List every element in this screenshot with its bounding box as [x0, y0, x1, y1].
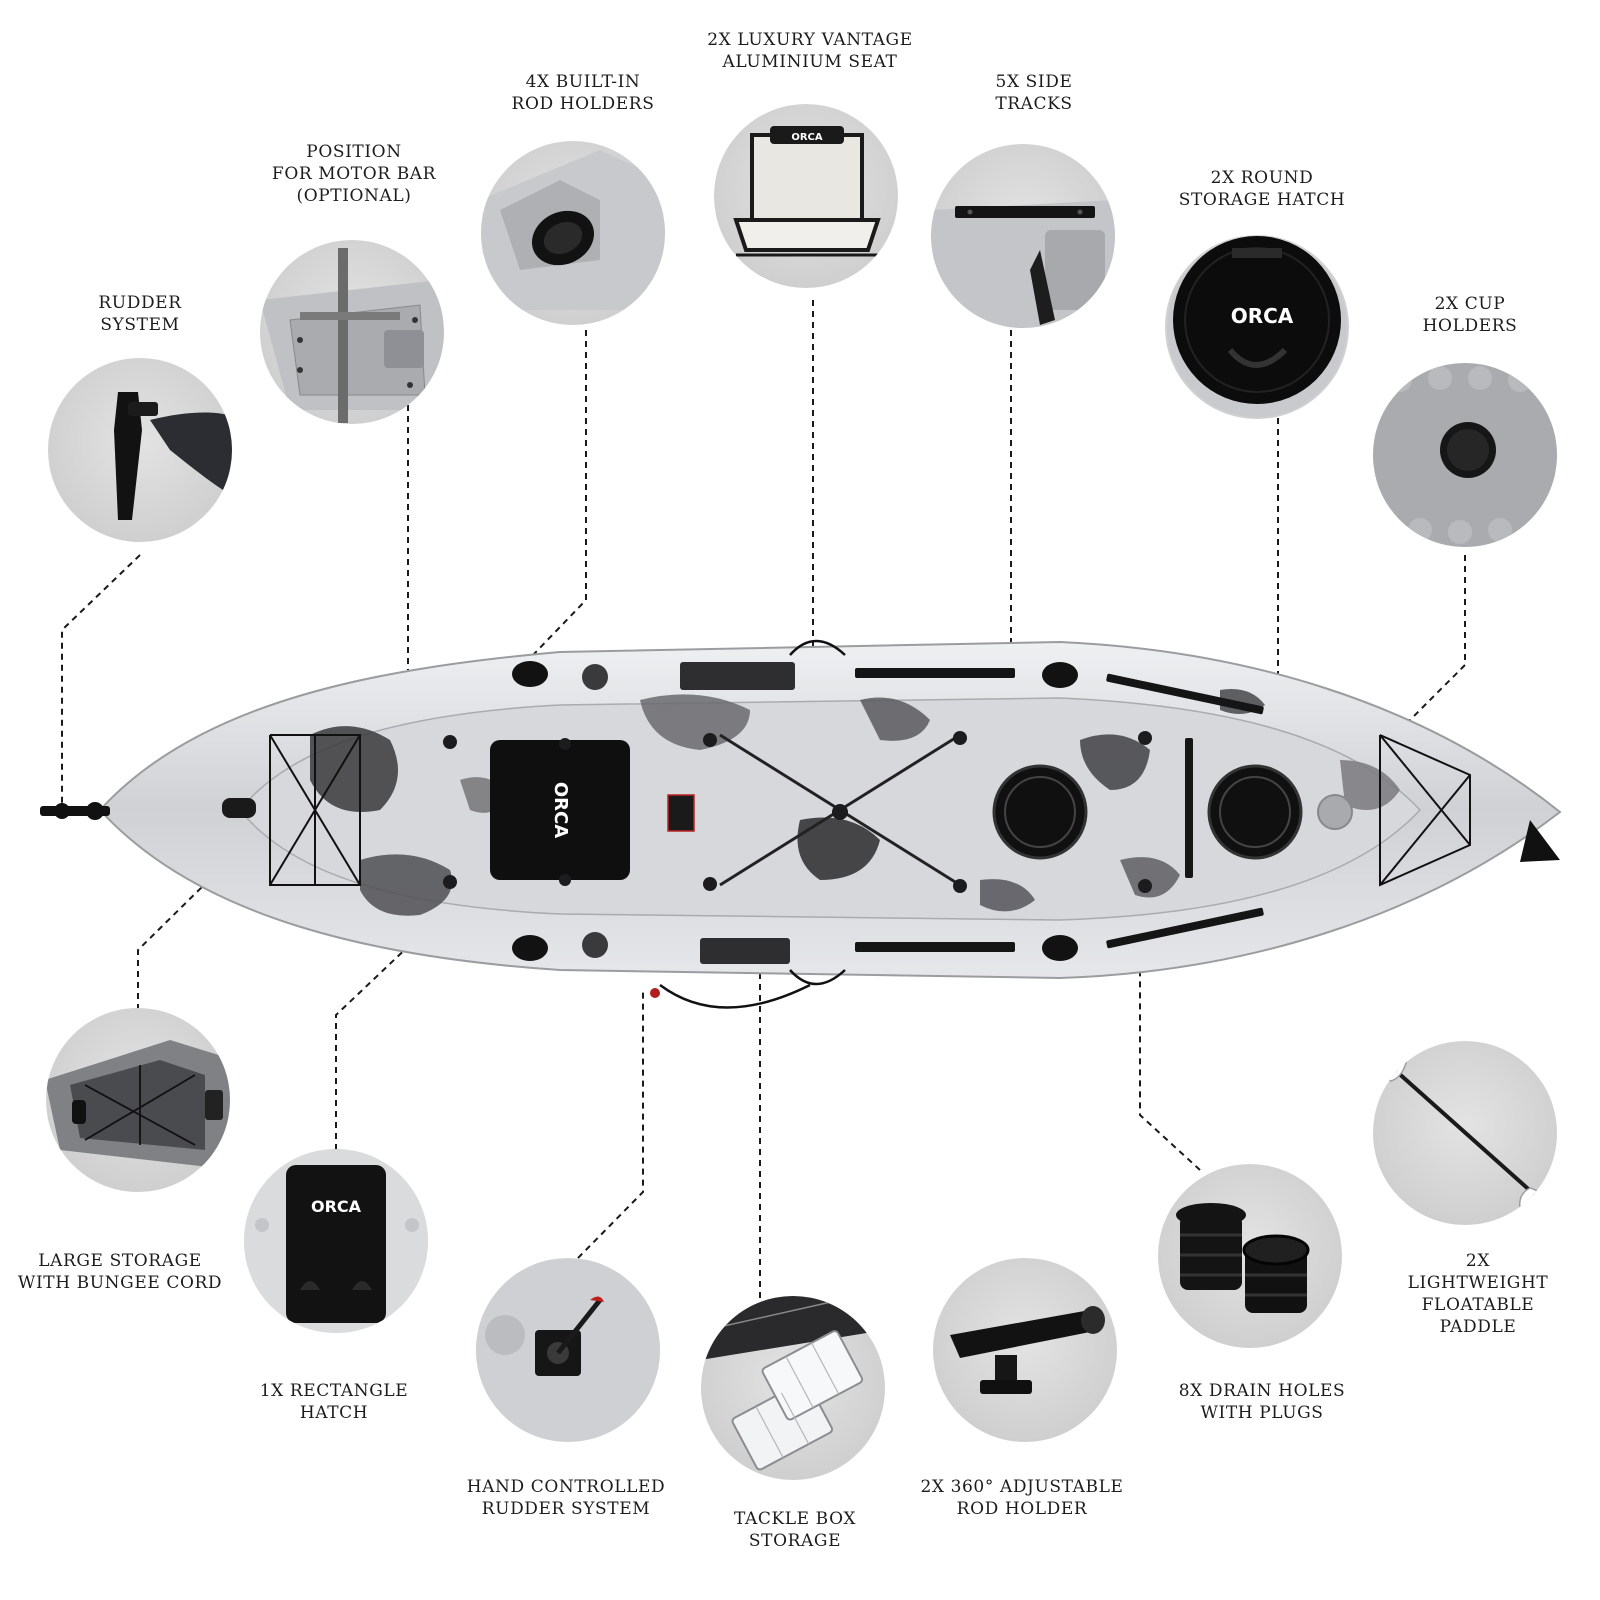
hull-stern-rudder [40, 802, 110, 820]
seat-logo: ORCA [791, 132, 823, 143]
hull-round-hatches [992, 764, 1303, 860]
motor-bar-icon [260, 248, 444, 423]
hull-bow-fin [1520, 820, 1560, 862]
seat-icon: ORCA [733, 126, 881, 257]
feature-hand-rudder [476, 1258, 660, 1442]
hull-warning-label [667, 794, 695, 832]
label-hand-rudder: HAND CONTROLLED RUDDER SYSTEM [466, 1477, 666, 1519]
label-seat: 2X LUXURY VANTAGE ALUMINIUM SEAT [707, 30, 913, 72]
label-side-tracks: 5X SIDE TRACKS [995, 72, 1073, 114]
feature-rod-holders [481, 141, 665, 325]
label-cup-holders: 2X CUP HOLDERS [1422, 294, 1518, 336]
leader-cup-holders [1329, 555, 1466, 801]
feature-rectangle-hatch: ORCA [244, 1149, 428, 1333]
hull-cup-holders [582, 664, 608, 958]
rectangle-hatch-icon: ORCA [244, 1150, 428, 1333]
label-tackle-box: TACKLE BOX STORAGE [733, 1509, 857, 1551]
kayak-hull: ORCA [40, 639, 1562, 1009]
hull-side-tracks [855, 668, 1264, 952]
feature-rudder-system [48, 358, 232, 542]
label-large-storage: LARGE STORAGE WITH BUNGEE CORD [17, 1251, 223, 1293]
bungee-storage-icon [46, 1040, 230, 1170]
feature-round-hatch: ORCA [1165, 235, 1349, 419]
leader-large-storage [137, 817, 273, 1032]
feature-motor-bar [260, 240, 444, 424]
feature-drain-holes [1158, 1164, 1342, 1348]
adjustable-rod-holder-icon [950, 1306, 1105, 1394]
label-rectangle-hatch: 1X RECTANGLE HATCH [259, 1381, 409, 1423]
leader-hand-rudder [577, 990, 644, 1259]
label-adjustable-rod-holder: 2X 360° ADJUSTABLE ROD HOLDER [920, 1477, 1124, 1519]
feature-cup-holders [1373, 363, 1557, 547]
hull-rectangle-hatch: ORCA [490, 740, 630, 880]
leader-rod-holders [533, 330, 587, 655]
label-round-hatch: 2X ROUND STORAGE HATCH [1178, 168, 1346, 210]
leader-drain-holes [1139, 862, 1201, 1171]
stern-bungee [269, 734, 361, 886]
rect-hatch-logo: ORCA [311, 1197, 362, 1216]
feature-side-tracks [931, 144, 1115, 328]
hull-rudder-knob [650, 988, 660, 998]
feature-seat: ORCA [714, 104, 898, 288]
label-rudder-system: RUDDER SYSTEM [98, 293, 182, 335]
feature-adjustable-rod-holder [933, 1258, 1117, 1442]
track-icon [955, 206, 1095, 218]
round-hatch-icon: ORCA [1167, 236, 1347, 417]
hull-seat-pads [680, 662, 795, 964]
leader-lines [61, 300, 1466, 1298]
feature-large-storage [46, 1008, 230, 1192]
rod-holder-icon [531, 210, 595, 266]
leader-rectangle-hatch [335, 849, 511, 1150]
hull-rod-holders [512, 661, 1078, 961]
cup-holder-icon [1373, 363, 1557, 547]
drain-plug-icon [1176, 1203, 1310, 1313]
bow-bungee [1379, 734, 1471, 887]
label-paddle: 2X LIGHTWEIGHT FLOATABLE PADDLE [1407, 1251, 1549, 1337]
hull-drain-holes [443, 731, 1152, 893]
feature-tackle-box [701, 1296, 885, 1480]
hand-rudder-icon [476, 1260, 660, 1440]
label-rod-holders: 4X BUILT-IN ROD HOLDERS [511, 72, 655, 114]
leader-rudder [61, 554, 141, 808]
feature-paddle [1373, 1041, 1557, 1225]
hull-stern-handle [222, 798, 256, 818]
label-motor-bar: POSITION FOR MOTOR BAR (OPTIONAL) [271, 142, 437, 206]
label-drain-holes: 8X DRAIN HOLES WITH PLUGS [1178, 1381, 1346, 1423]
hull-bow-cup [1317, 794, 1353, 830]
round-hatch-logo: ORCA [1231, 304, 1294, 328]
hull-side-handles [659, 639, 846, 1009]
hatch-logo: ORCA [550, 782, 571, 838]
rudder-icon [114, 392, 158, 520]
